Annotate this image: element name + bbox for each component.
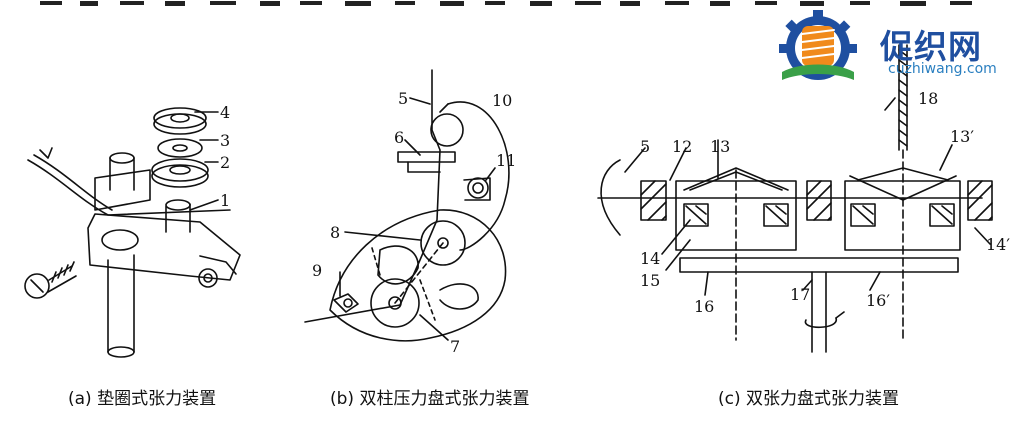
label-c-14-prime: 14′ — [986, 235, 1010, 254]
label-c-13-prime: 13′ — [950, 127, 974, 146]
label-c-16: 16 — [694, 297, 714, 316]
label-c-5: 5 — [640, 137, 650, 156]
label-c-18: 18 — [918, 89, 938, 108]
figure-c-labels: 5 12 13 18 13′ 14 15 16 17 16′ 14′ — [640, 89, 1010, 316]
watermark-gear-logo — [779, 10, 857, 80]
label-c-16-prime: 16′ — [866, 291, 890, 310]
figure-b-double-post-disc-device — [304, 69, 510, 342]
caption-b: (b) 双柱压力盘式张力装置 — [330, 389, 530, 409]
watermark-site-url: cuzhiwang.com — [888, 61, 997, 77]
label-c-15: 15 — [640, 271, 660, 290]
label-c-12: 12 — [672, 137, 692, 156]
caption-c: (c) 双张力盘式张力装置 — [718, 389, 900, 409]
figure-a-labels: 4 3 2 1 — [220, 103, 230, 210]
watermark-site-name: 促织网 — [880, 27, 982, 66]
label-b-5: 5 — [398, 89, 408, 108]
label-c-17: 17 — [790, 285, 810, 304]
label-c-14: 14 — [640, 249, 660, 268]
label-b-8: 8 — [330, 223, 340, 242]
label-b-7: 7 — [450, 337, 460, 356]
figure-b-labels: 5 10 6 11 8 9 7 — [312, 89, 516, 356]
figure-c-double-disc-device — [597, 44, 993, 353]
label-a-1: 1 — [220, 191, 230, 210]
label-a-3: 3 — [220, 131, 230, 150]
figure-a-washer-tension-device — [24, 107, 241, 358]
cropped-text-strip — [0, 0, 1023, 14]
label-b-9: 9 — [312, 261, 322, 280]
label-a-4: 4 — [220, 103, 230, 122]
label-b-6: 6 — [394, 128, 404, 147]
label-a-2: 2 — [220, 153, 230, 172]
label-b-10: 10 — [492, 91, 512, 110]
cropped-text-strip-marks — [40, 1, 972, 6]
caption-a: (a) 垫圈式张力装置 — [68, 389, 217, 409]
label-b-11: 11 — [496, 151, 516, 170]
label-c-13: 13 — [710, 137, 730, 156]
